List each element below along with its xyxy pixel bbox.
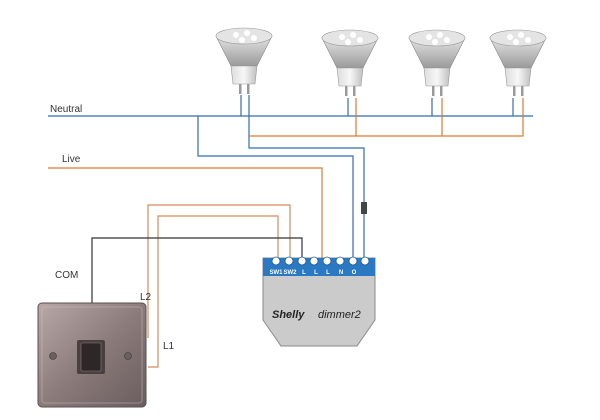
terminal-sw2: SW2 bbox=[283, 270, 297, 276]
bypass-component bbox=[361, 202, 367, 214]
live-label: Live bbox=[62, 154, 81, 165]
com-label: COM bbox=[55, 270, 78, 281]
neutral-to-n-terminal bbox=[197, 116, 354, 258]
dimmer-model: dimmer2 bbox=[318, 309, 361, 321]
l1-label: L1 bbox=[163, 341, 175, 352]
terminal-l-2: L bbox=[314, 270, 318, 276]
lamp-switched-wire bbox=[249, 98, 524, 137]
bulb-2 bbox=[321, 29, 379, 96]
terminal-l-3: L bbox=[326, 270, 330, 276]
l2-wire bbox=[147, 204, 291, 338]
terminal-sw1: SW1 bbox=[269, 270, 283, 276]
switch-rocker[interactable] bbox=[80, 342, 102, 372]
output-wire bbox=[248, 95, 365, 258]
wall-switch bbox=[37, 302, 147, 408]
terminal-screws bbox=[271, 256, 370, 266]
switch-screw-left bbox=[49, 352, 57, 360]
terminal-n: N bbox=[339, 270, 343, 276]
bulb-3 bbox=[408, 29, 466, 96]
l2-label: L2 bbox=[140, 292, 152, 303]
terminal-o: O bbox=[352, 270, 357, 276]
dimmer-module: SW1 SW2 L L L N O Shelly dimmer2 bbox=[262, 256, 376, 347]
bulb-1 bbox=[215, 27, 273, 94]
wires bbox=[48, 95, 533, 368]
switch-screw-right bbox=[124, 352, 132, 360]
terminal-l-1: L bbox=[302, 270, 306, 276]
neutral-label: Neutral bbox=[50, 104, 82, 115]
com-wire bbox=[91, 237, 303, 303]
dimmer-brand: Shelly bbox=[272, 309, 305, 321]
l1-wire bbox=[148, 215, 279, 368]
bulb-4 bbox=[489, 29, 547, 96]
live-wire bbox=[48, 167, 323, 258]
